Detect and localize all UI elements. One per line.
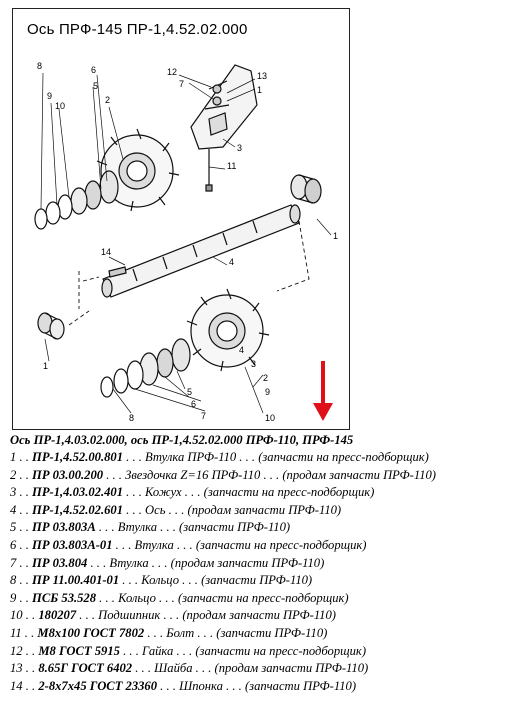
callout-14: 14 — [101, 247, 112, 257]
legend-row: 5 . . ПР 03.803А . . . Втулка . . . (зап… — [10, 520, 291, 535]
callout-3: 3 — [237, 143, 243, 153]
diagram-title: Ось ПРФ-145 ПР-1,4.52.02.000 — [27, 21, 248, 38]
bushing-right — [290, 174, 322, 204]
callout-1c: 1 — [43, 361, 49, 371]
bolt — [205, 149, 213, 192]
callout-13: 13 — [257, 71, 268, 81]
exploded-view-diagram: Ось ПРФ-145 ПР-1,4.52.02.000 — [12, 8, 350, 430]
legend-row: 13 . . 8.65Г ГОСТ 6402 . . . Шайба . . .… — [10, 661, 369, 676]
legend-rows: 1 . . ПР-1,4.52.00.801 . . . Втулка ПРФ-… — [10, 449, 510, 695]
lower-bearings — [100, 338, 191, 398]
lower-sprocket — [186, 288, 270, 372]
callout-8b: 8 — [129, 413, 135, 423]
callout-7b: 7 — [201, 411, 207, 421]
callout-11: 11 — [227, 161, 237, 171]
callout-4b: 4 — [239, 345, 245, 355]
callout-1: 1 — [257, 85, 263, 95]
legend-row: 3 . . ПР-1,4.03.02.401 . . . Кожух . . .… — [10, 485, 375, 500]
callout-8: 8 — [37, 61, 43, 71]
upper-sprocket — [96, 128, 180, 212]
legend-row: 11 . . М8х100 ГОСТ 7802 . . . Болт . . .… — [10, 625, 328, 640]
upper-bearings — [34, 170, 119, 230]
callout-7: 7 — [179, 79, 185, 89]
legend-title: Ось ПР-1,4.03.02.000, ось ПР-1,4.52.02.0… — [10, 433, 354, 447]
legend-row: 12 . . М8 ГОСТ 5915 . . . Гайка . . . (з… — [10, 643, 367, 658]
callout-4: 4 — [229, 257, 235, 267]
callout-12: 12 — [167, 67, 178, 77]
legend-row: 7 . . ПР 03.804 . . . Втулка . . . (прод… — [10, 555, 325, 570]
callout-9b: 9 — [265, 387, 271, 397]
callout-3b: 3 — [251, 359, 257, 369]
legend-row: 9 . . ПСБ 53.528 . . . Кольцо . . . (зап… — [10, 590, 349, 605]
callout-6b: 6 — [191, 399, 197, 409]
assembly-lines — [68, 220, 310, 326]
upper-shaft — [101, 204, 301, 298]
callout-9: 9 — [47, 91, 53, 101]
leader-lines — [40, 72, 332, 414]
callout-6: 6 — [91, 65, 97, 75]
legend-row: 1 . . ПР-1,4.52.00.801 . . . Втулка ПРФ-… — [10, 450, 429, 464]
bushing-left — [37, 312, 65, 340]
diagram-drawing — [34, 64, 333, 421]
legend-row: 10 . . 180207 . . . Подшипник . . . (про… — [10, 608, 336, 623]
red-down-arrow — [313, 361, 333, 421]
legend-row: 4 . . ПР-1,4.52.02.601 . . . Ось . . . (… — [10, 502, 342, 517]
legend-row: 14 . . 2-8х7х45 ГОСТ 23360 . . . Шпонка … — [10, 678, 357, 693]
callout-5b: 5 — [187, 387, 193, 397]
callout-10b: 10 — [265, 413, 276, 423]
callout-1b: 1 — [333, 231, 339, 241]
legend-row: 6 . . ПР 03.803А-01 . . . Втулка . . . (… — [10, 537, 367, 552]
callout-2b: 2 — [263, 373, 269, 383]
callout-5: 5 — [93, 81, 99, 91]
callout-2: 2 — [105, 95, 111, 105]
callout-10: 10 — [55, 101, 66, 111]
parts-legend: Ось ПР-1,4.03.02.000, ось ПР-1,4.52.02.0… — [10, 432, 510, 695]
cover-housing — [190, 64, 258, 150]
key — [108, 266, 127, 278]
legend-row: 8 . . ПР 11.00.401-01 . . . Кольцо . . .… — [10, 573, 313, 588]
legend-row: 2 . . ПР 03.00.200 . . . Звездочка Z=16 … — [10, 467, 436, 482]
